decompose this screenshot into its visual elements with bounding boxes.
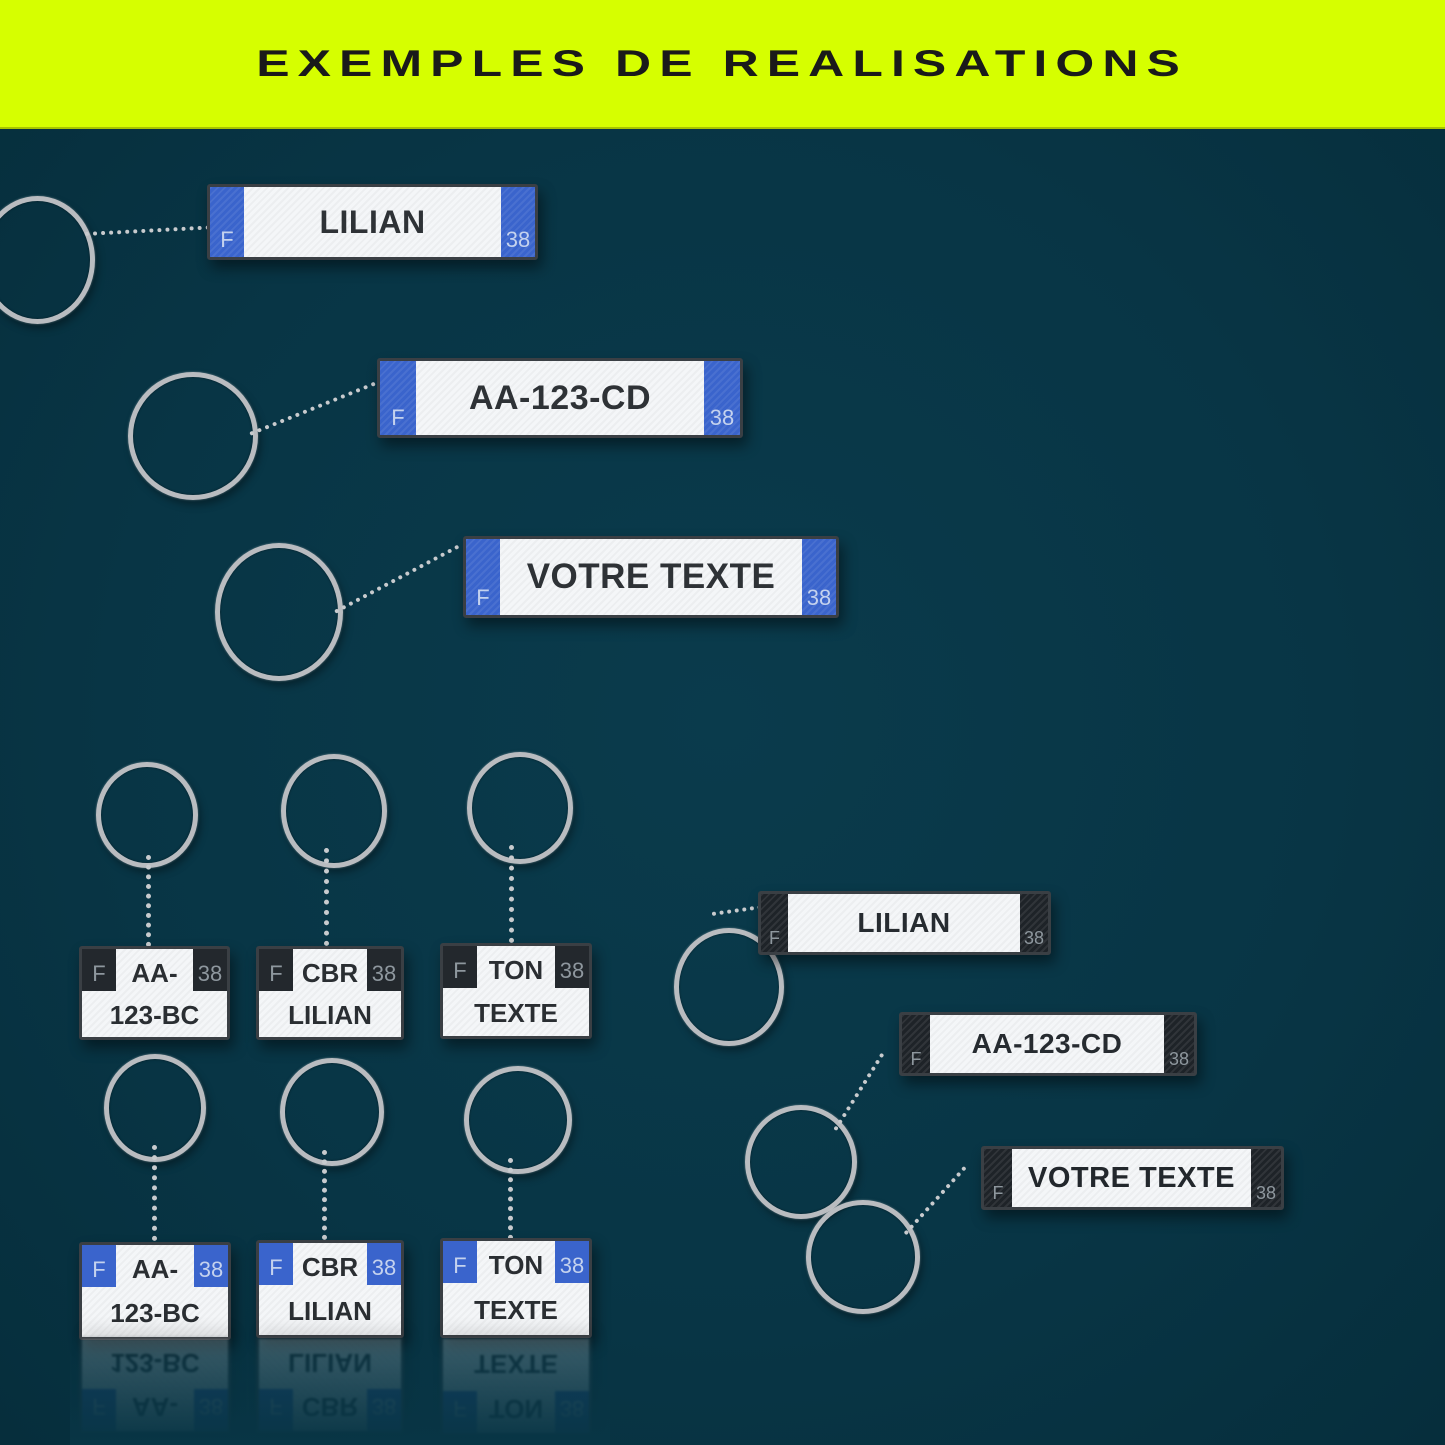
country-band: F bbox=[210, 187, 244, 257]
country-band: F bbox=[466, 539, 500, 615]
country-code: F bbox=[82, 1245, 116, 1287]
keychain-plate-long-black: F VOTRE TEXTE 38 bbox=[981, 1146, 1284, 1210]
country-band: F bbox=[984, 1149, 1012, 1207]
department-code: 38 bbox=[1168, 1049, 1190, 1069]
department-code: 38 bbox=[555, 946, 589, 988]
plate-line-2: 123-BC bbox=[109, 999, 200, 1030]
country-code: F bbox=[259, 1243, 293, 1285]
plate-line-2: TEXTE bbox=[474, 997, 558, 1028]
chain-icon bbox=[508, 1158, 513, 1240]
country-code: F bbox=[476, 585, 490, 610]
department-band: 38 bbox=[1020, 894, 1048, 952]
keyring-icon bbox=[215, 543, 343, 681]
keychain-plate-long-black: F AA-123-CD 38 bbox=[899, 1012, 1197, 1076]
plate-text: LILIAN bbox=[857, 907, 951, 938]
plate-text: VOTRE TEXTE bbox=[526, 557, 776, 596]
keyring-icon bbox=[467, 752, 573, 864]
department-code: 38 bbox=[1023, 928, 1045, 948]
department-code: 38 bbox=[194, 1245, 228, 1287]
plate-line-2: 123-BC bbox=[110, 1297, 200, 1328]
department-code: 38 bbox=[367, 949, 401, 991]
country-band: F bbox=[902, 1015, 930, 1073]
plate-line-2: LILIAN bbox=[288, 1295, 372, 1326]
chain-icon bbox=[152, 1145, 157, 1241]
keyring-icon bbox=[674, 928, 784, 1046]
plate-line-1: CBR bbox=[301, 1251, 359, 1282]
department-code: 38 bbox=[555, 1241, 589, 1283]
plate-text: VOTRE TEXTE bbox=[1028, 1161, 1235, 1194]
country-code: F bbox=[259, 949, 293, 991]
keyring-icon bbox=[281, 754, 387, 868]
keyring-icon bbox=[745, 1105, 857, 1219]
plate-text: AA-123-CD bbox=[468, 378, 652, 417]
chain-icon bbox=[324, 848, 329, 946]
keychain-plate-square-blue: F TON 38 TEXTE bbox=[440, 1238, 592, 1338]
department-band: 38 bbox=[704, 361, 740, 435]
country-code: F bbox=[443, 1241, 477, 1283]
keychain-plate-square-blue: F CBR 38 LILIAN bbox=[256, 1240, 404, 1338]
plate-line-1: TON bbox=[488, 1249, 544, 1280]
country-code: F bbox=[992, 1183, 1004, 1203]
keychain-plate-long-blue: F AA-123-CD 38 bbox=[377, 358, 743, 438]
product-showcase bbox=[0, 129, 1445, 1445]
country-code: F bbox=[220, 227, 234, 252]
chain-icon bbox=[146, 855, 151, 947]
plate-line-1: AA- bbox=[131, 1253, 179, 1284]
department-code: 38 bbox=[367, 1243, 401, 1285]
department-code: 38 bbox=[709, 405, 735, 430]
keychain-plate-square-black: F CBR 38 LILIAN bbox=[256, 946, 404, 1040]
keyring-icon bbox=[806, 1200, 920, 1314]
reflection-fade bbox=[70, 1335, 610, 1445]
page-title: EXEMPLES DE REALISATIONS bbox=[256, 42, 1189, 84]
plate-line-1: AA- bbox=[131, 957, 178, 988]
country-code: F bbox=[769, 928, 780, 948]
keychain-plate-square-black: F TON 38 TEXTE bbox=[440, 943, 592, 1039]
department-code: 38 bbox=[505, 227, 531, 252]
plate-line-1: CBR bbox=[301, 957, 359, 988]
department-band: 38 bbox=[1164, 1015, 1194, 1073]
country-code: F bbox=[391, 405, 405, 430]
chain-icon bbox=[322, 1150, 327, 1240]
plate-text: LILIAN bbox=[319, 203, 426, 240]
keyring-icon bbox=[96, 762, 198, 868]
country-code: F bbox=[82, 949, 116, 991]
header-banner: EXEMPLES DE REALISATIONS bbox=[0, 0, 1445, 129]
department-code: 38 bbox=[806, 585, 832, 610]
department-band: 38 bbox=[1251, 1149, 1281, 1207]
plate-line-2: TEXTE bbox=[474, 1294, 558, 1325]
keyring-icon bbox=[464, 1066, 572, 1174]
department-band: 38 bbox=[501, 187, 535, 257]
country-band: F bbox=[380, 361, 416, 435]
keychain-plate-long-blue: F VOTRE TEXTE 38 bbox=[463, 536, 839, 618]
department-band: 38 bbox=[802, 539, 836, 615]
keychain-plate-long-blue: F LILIAN 38 bbox=[207, 184, 538, 260]
keychain-plate-long-black: F LILIAN 38 bbox=[758, 891, 1051, 955]
department-code: 38 bbox=[193, 949, 227, 991]
keyring-icon bbox=[0, 196, 95, 324]
country-code: F bbox=[910, 1049, 922, 1069]
country-code: F bbox=[443, 946, 477, 988]
plate-line-1: TON bbox=[488, 954, 544, 985]
department-code: 38 bbox=[1255, 1183, 1277, 1203]
keyring-icon bbox=[280, 1058, 384, 1166]
keyring-icon bbox=[128, 372, 258, 500]
keychain-plate-square-black: F AA- 38 123-BC bbox=[79, 946, 230, 1040]
plate-line-2: LILIAN bbox=[288, 999, 372, 1030]
chain-icon bbox=[509, 845, 514, 943]
plate-text: AA-123-CD bbox=[971, 1028, 1123, 1059]
country-band: F bbox=[761, 894, 788, 952]
keychain-plate-square-blue: F AA- 38 123-BC bbox=[79, 1242, 231, 1340]
